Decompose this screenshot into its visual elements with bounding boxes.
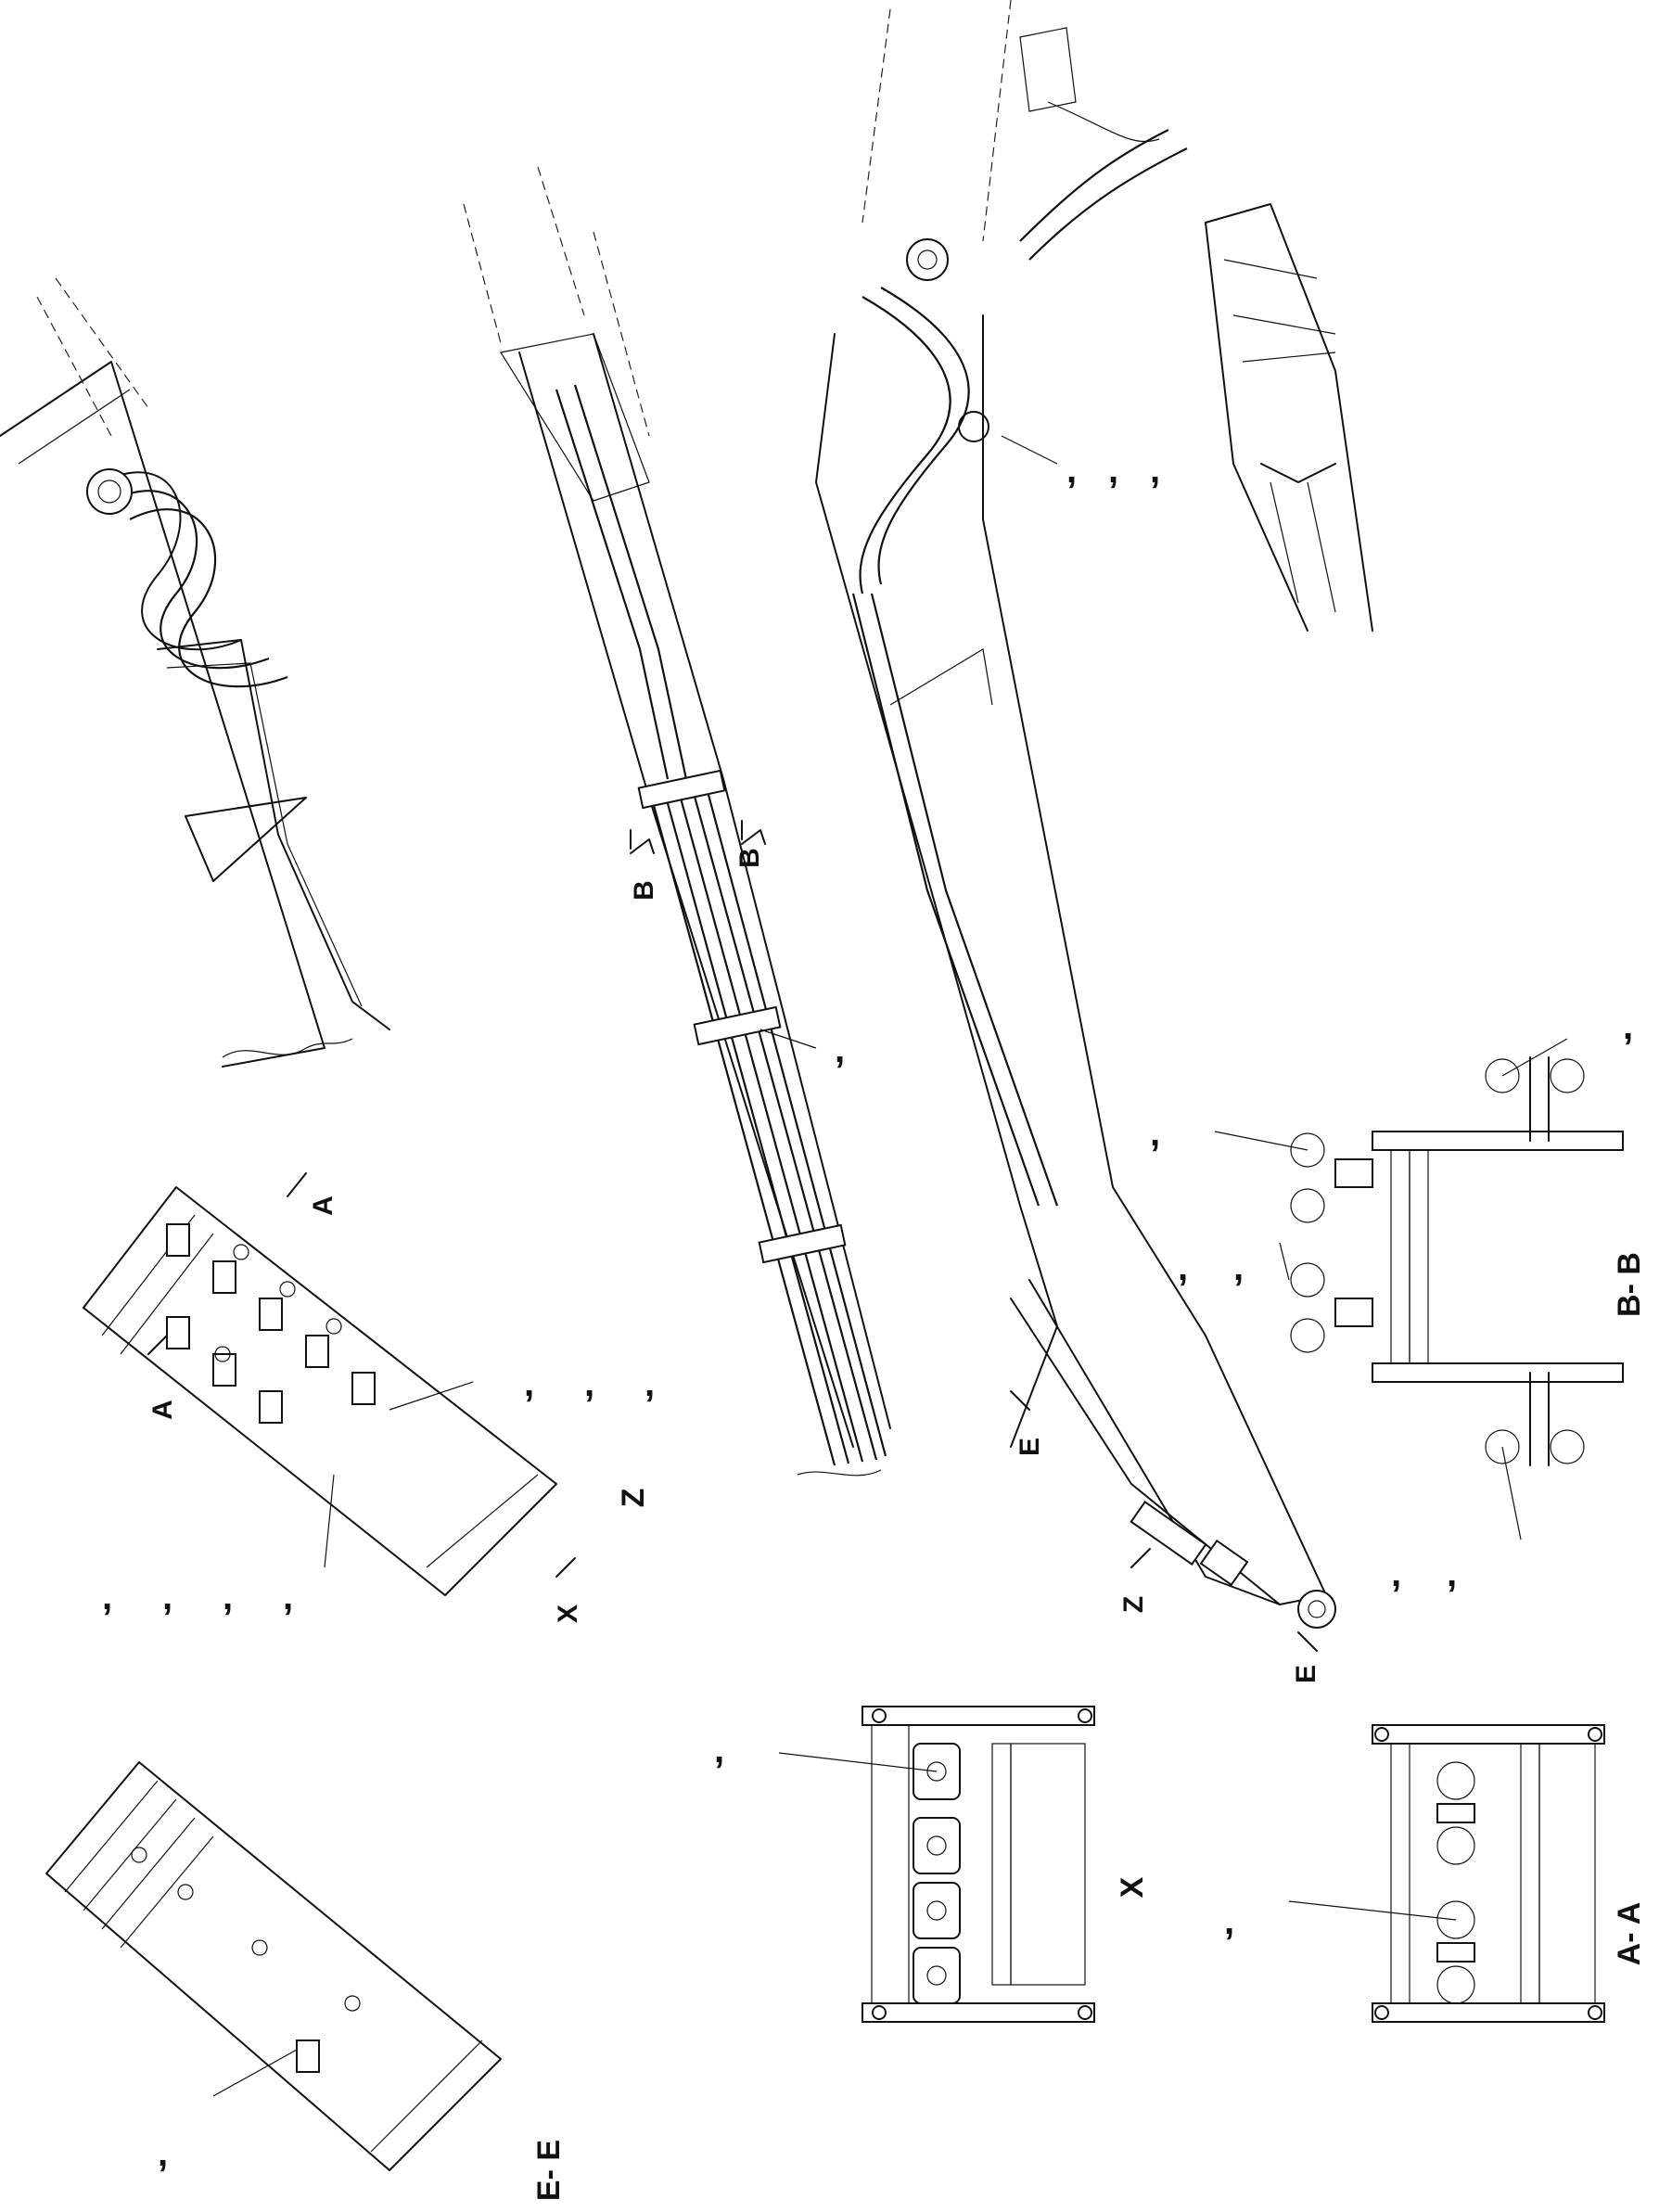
cut-label-e-lower: E xyxy=(1291,1665,1321,1683)
svg-text:,: , xyxy=(1150,1113,1160,1154)
boom-detail-upper-left xyxy=(0,277,390,1068)
svg-text:,: , xyxy=(1150,450,1160,491)
svg-text:,: , xyxy=(835,1029,845,1070)
boom-tip-detail-upper-right xyxy=(1205,203,1373,632)
svg-text:,: , xyxy=(158,2133,168,2174)
svg-text:,: , xyxy=(1233,1247,1244,1288)
svg-text:,: , xyxy=(223,1577,233,1617)
boom-view-z-center xyxy=(463,166,891,1477)
svg-text:,: , xyxy=(283,1577,293,1617)
svg-text:,: , xyxy=(162,1577,172,1617)
arrow-label-x: X xyxy=(553,1605,583,1623)
cut-label-e-upper: E xyxy=(1015,1438,1045,1456)
svg-text:,: , xyxy=(1178,1247,1188,1288)
section-a-a-view xyxy=(1372,1724,1605,2023)
svg-text:,: , xyxy=(1447,1554,1457,1594)
cut-label-b-left: B xyxy=(629,880,659,901)
cut-label-a-left: A xyxy=(147,1400,178,1420)
callout-markers: , , , , , , , , , , , , , , , , , , , , xyxy=(102,450,1633,2174)
svg-text:,: , xyxy=(524,1363,534,1404)
section-e-e-view xyxy=(45,1761,502,2171)
hose-clamp-group-view xyxy=(83,1186,557,1596)
boom-main-right xyxy=(815,0,1336,1629)
view-label-z: Z xyxy=(616,1489,651,1508)
section-label-a-a: A- A xyxy=(1612,1902,1647,1966)
cut-arrows xyxy=(147,820,1318,1652)
arrow-label-z: Z xyxy=(1118,1596,1149,1613)
section-label-e-e: E- E xyxy=(531,2140,567,2201)
svg-text:,: , xyxy=(1224,1901,1234,1942)
svg-text:,: , xyxy=(1108,450,1118,491)
svg-text:,: , xyxy=(584,1363,594,1404)
section-label-b-b: B- B xyxy=(1612,1252,1647,1317)
svg-text:,: , xyxy=(1066,450,1077,491)
detail-view-x xyxy=(862,1706,1095,2023)
view-label-x: X xyxy=(1115,1876,1150,1898)
cut-label-b-right: B xyxy=(734,848,765,868)
svg-text:,: , xyxy=(1391,1554,1401,1594)
leader-lines xyxy=(212,435,1568,2097)
svg-text:,: , xyxy=(1623,1006,1633,1047)
cut-label-a-top: A xyxy=(308,1196,338,1216)
svg-text:,: , xyxy=(102,1577,112,1617)
svg-text:,: , xyxy=(645,1363,655,1404)
svg-text:,: , xyxy=(714,1730,724,1771)
section-b-b-view xyxy=(1290,1056,1624,1466)
